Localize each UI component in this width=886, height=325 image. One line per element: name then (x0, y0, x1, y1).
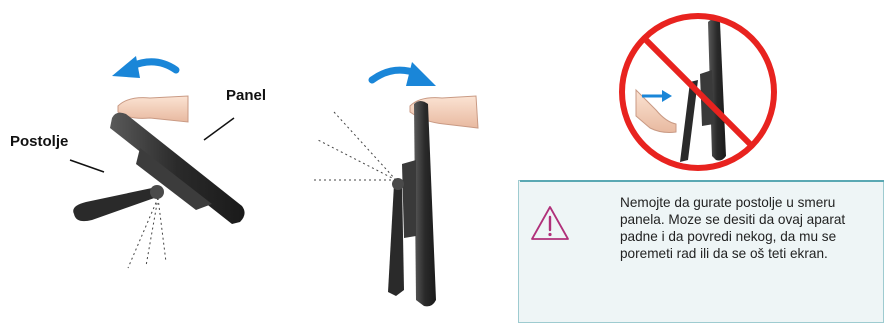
figure-tilt-back (69, 56, 245, 269)
figure-prohibited-push (619, 13, 777, 171)
figure-tilt-forward (314, 62, 479, 307)
panel-label: Panel (226, 87, 267, 104)
stand-hinge (150, 185, 164, 199)
monitor-panel (110, 112, 245, 224)
swing-lines (314, 111, 397, 181)
monitor-back-grille (402, 160, 416, 238)
monitor-back-grille (136, 148, 212, 210)
stand-arm (388, 180, 404, 296)
stand-hinge (392, 178, 404, 190)
hand-image (635, 88, 677, 133)
monitor-panel (414, 101, 436, 307)
stand-arm (680, 80, 698, 162)
warning-triangle-icon (531, 206, 569, 240)
rotate-left-arrow-icon (112, 56, 180, 78)
postolje-label: Postolje (10, 133, 69, 150)
rotate-right-arrow-icon (368, 62, 436, 86)
warning-text: Nemojte da gurate postolje u smeru panel… (620, 195, 846, 261)
warning-box (518, 180, 884, 323)
monitor-panel (708, 19, 726, 161)
swing-lines (127, 197, 167, 269)
push-arrow-icon (642, 90, 672, 102)
panel-pointer-line (203, 117, 235, 141)
prohibition-icon (619, 13, 777, 171)
postolje-pointer-line (69, 159, 105, 173)
stand-arm (73, 188, 160, 222)
warning-top-border (520, 180, 884, 182)
